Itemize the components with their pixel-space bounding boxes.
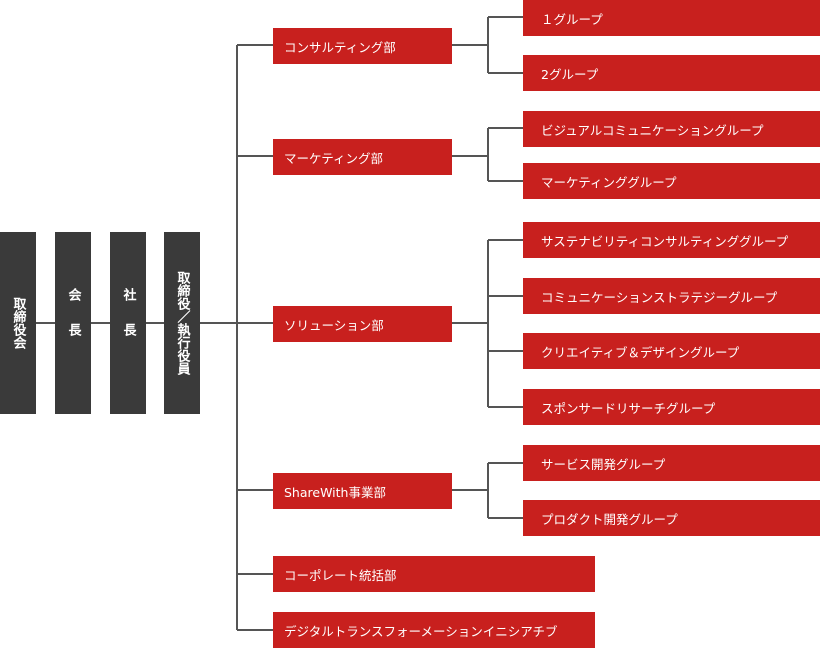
group-consulting-2: 2グループ bbox=[523, 55, 820, 91]
exec-directors-officers: 取締役／執行役員 bbox=[164, 232, 200, 414]
exec-directors-officers-label: 取締役／執行役員 bbox=[174, 271, 190, 375]
dept-marketing-label: マーケティング部 bbox=[284, 150, 384, 166]
exec-president-label: 社長 bbox=[120, 288, 136, 358]
dept-dx-initiative: デジタルトランスフォーメーションイニシアチブ bbox=[273, 612, 595, 648]
exec-board-of-directors-label: 取締役会 bbox=[10, 297, 26, 349]
group-consulting-1: １グループ bbox=[523, 0, 820, 36]
group-visual-communication: ビジュアルコミュニケーショングループ bbox=[523, 111, 820, 147]
exec-chairman: 会長 bbox=[55, 232, 91, 414]
dept-corporate: コーポレート統括部 bbox=[273, 556, 595, 592]
group-sponsored-research-label: スポンサードリサーチグループ bbox=[541, 400, 716, 416]
dept-consulting: コンサルティング部 bbox=[273, 28, 452, 64]
group-visual-communication-label: ビジュアルコミュニケーショングループ bbox=[541, 122, 764, 138]
dept-marketing: マーケティング部 bbox=[273, 139, 452, 175]
dept-solution: ソリューション部 bbox=[273, 306, 452, 342]
group-sponsored-research: スポンサードリサーチグループ bbox=[523, 389, 820, 425]
group-service-development-label: サービス開発グループ bbox=[541, 456, 666, 472]
dept-dx-initiative-label: デジタルトランスフォーメーションイニシアチブ bbox=[284, 623, 558, 639]
group-consulting-2-label: 2グループ bbox=[541, 66, 599, 82]
group-product-development: プロダクト開発グループ bbox=[523, 500, 820, 536]
dept-consulting-label: コンサルティング部 bbox=[284, 39, 396, 55]
group-sustainability-consulting: サステナビリティコンサルティンググループ bbox=[523, 222, 820, 258]
exec-president: 社長 bbox=[110, 232, 146, 414]
dept-sharewith: ShareWith事業部 bbox=[273, 473, 452, 509]
group-sustainability-consulting-label: サステナビリティコンサルティンググループ bbox=[541, 233, 789, 249]
dept-corporate-label: コーポレート統括部 bbox=[284, 567, 397, 583]
group-consulting-1-label: １グループ bbox=[541, 11, 603, 27]
group-creative-design-label: クリエイティブ＆デザイングループ bbox=[541, 344, 740, 360]
exec-board-of-directors: 取締役会 bbox=[0, 232, 36, 414]
group-marketing-label: マーケティンググループ bbox=[541, 174, 677, 190]
dept-sharewith-label: ShareWith事業部 bbox=[284, 484, 386, 500]
group-creative-design: クリエイティブ＆デザイングループ bbox=[523, 333, 820, 369]
group-marketing: マーケティンググループ bbox=[523, 163, 820, 199]
group-service-development: サービス開発グループ bbox=[523, 445, 820, 481]
exec-chairman-label: 会長 bbox=[65, 288, 81, 358]
group-product-development-label: プロダクト開発グループ bbox=[541, 511, 678, 527]
dept-solution-label: ソリューション部 bbox=[284, 317, 384, 333]
group-communication-strategy-label: コミュニケーションストラテジーグループ bbox=[541, 289, 778, 305]
group-communication-strategy: コミュニケーションストラテジーグループ bbox=[523, 278, 820, 314]
